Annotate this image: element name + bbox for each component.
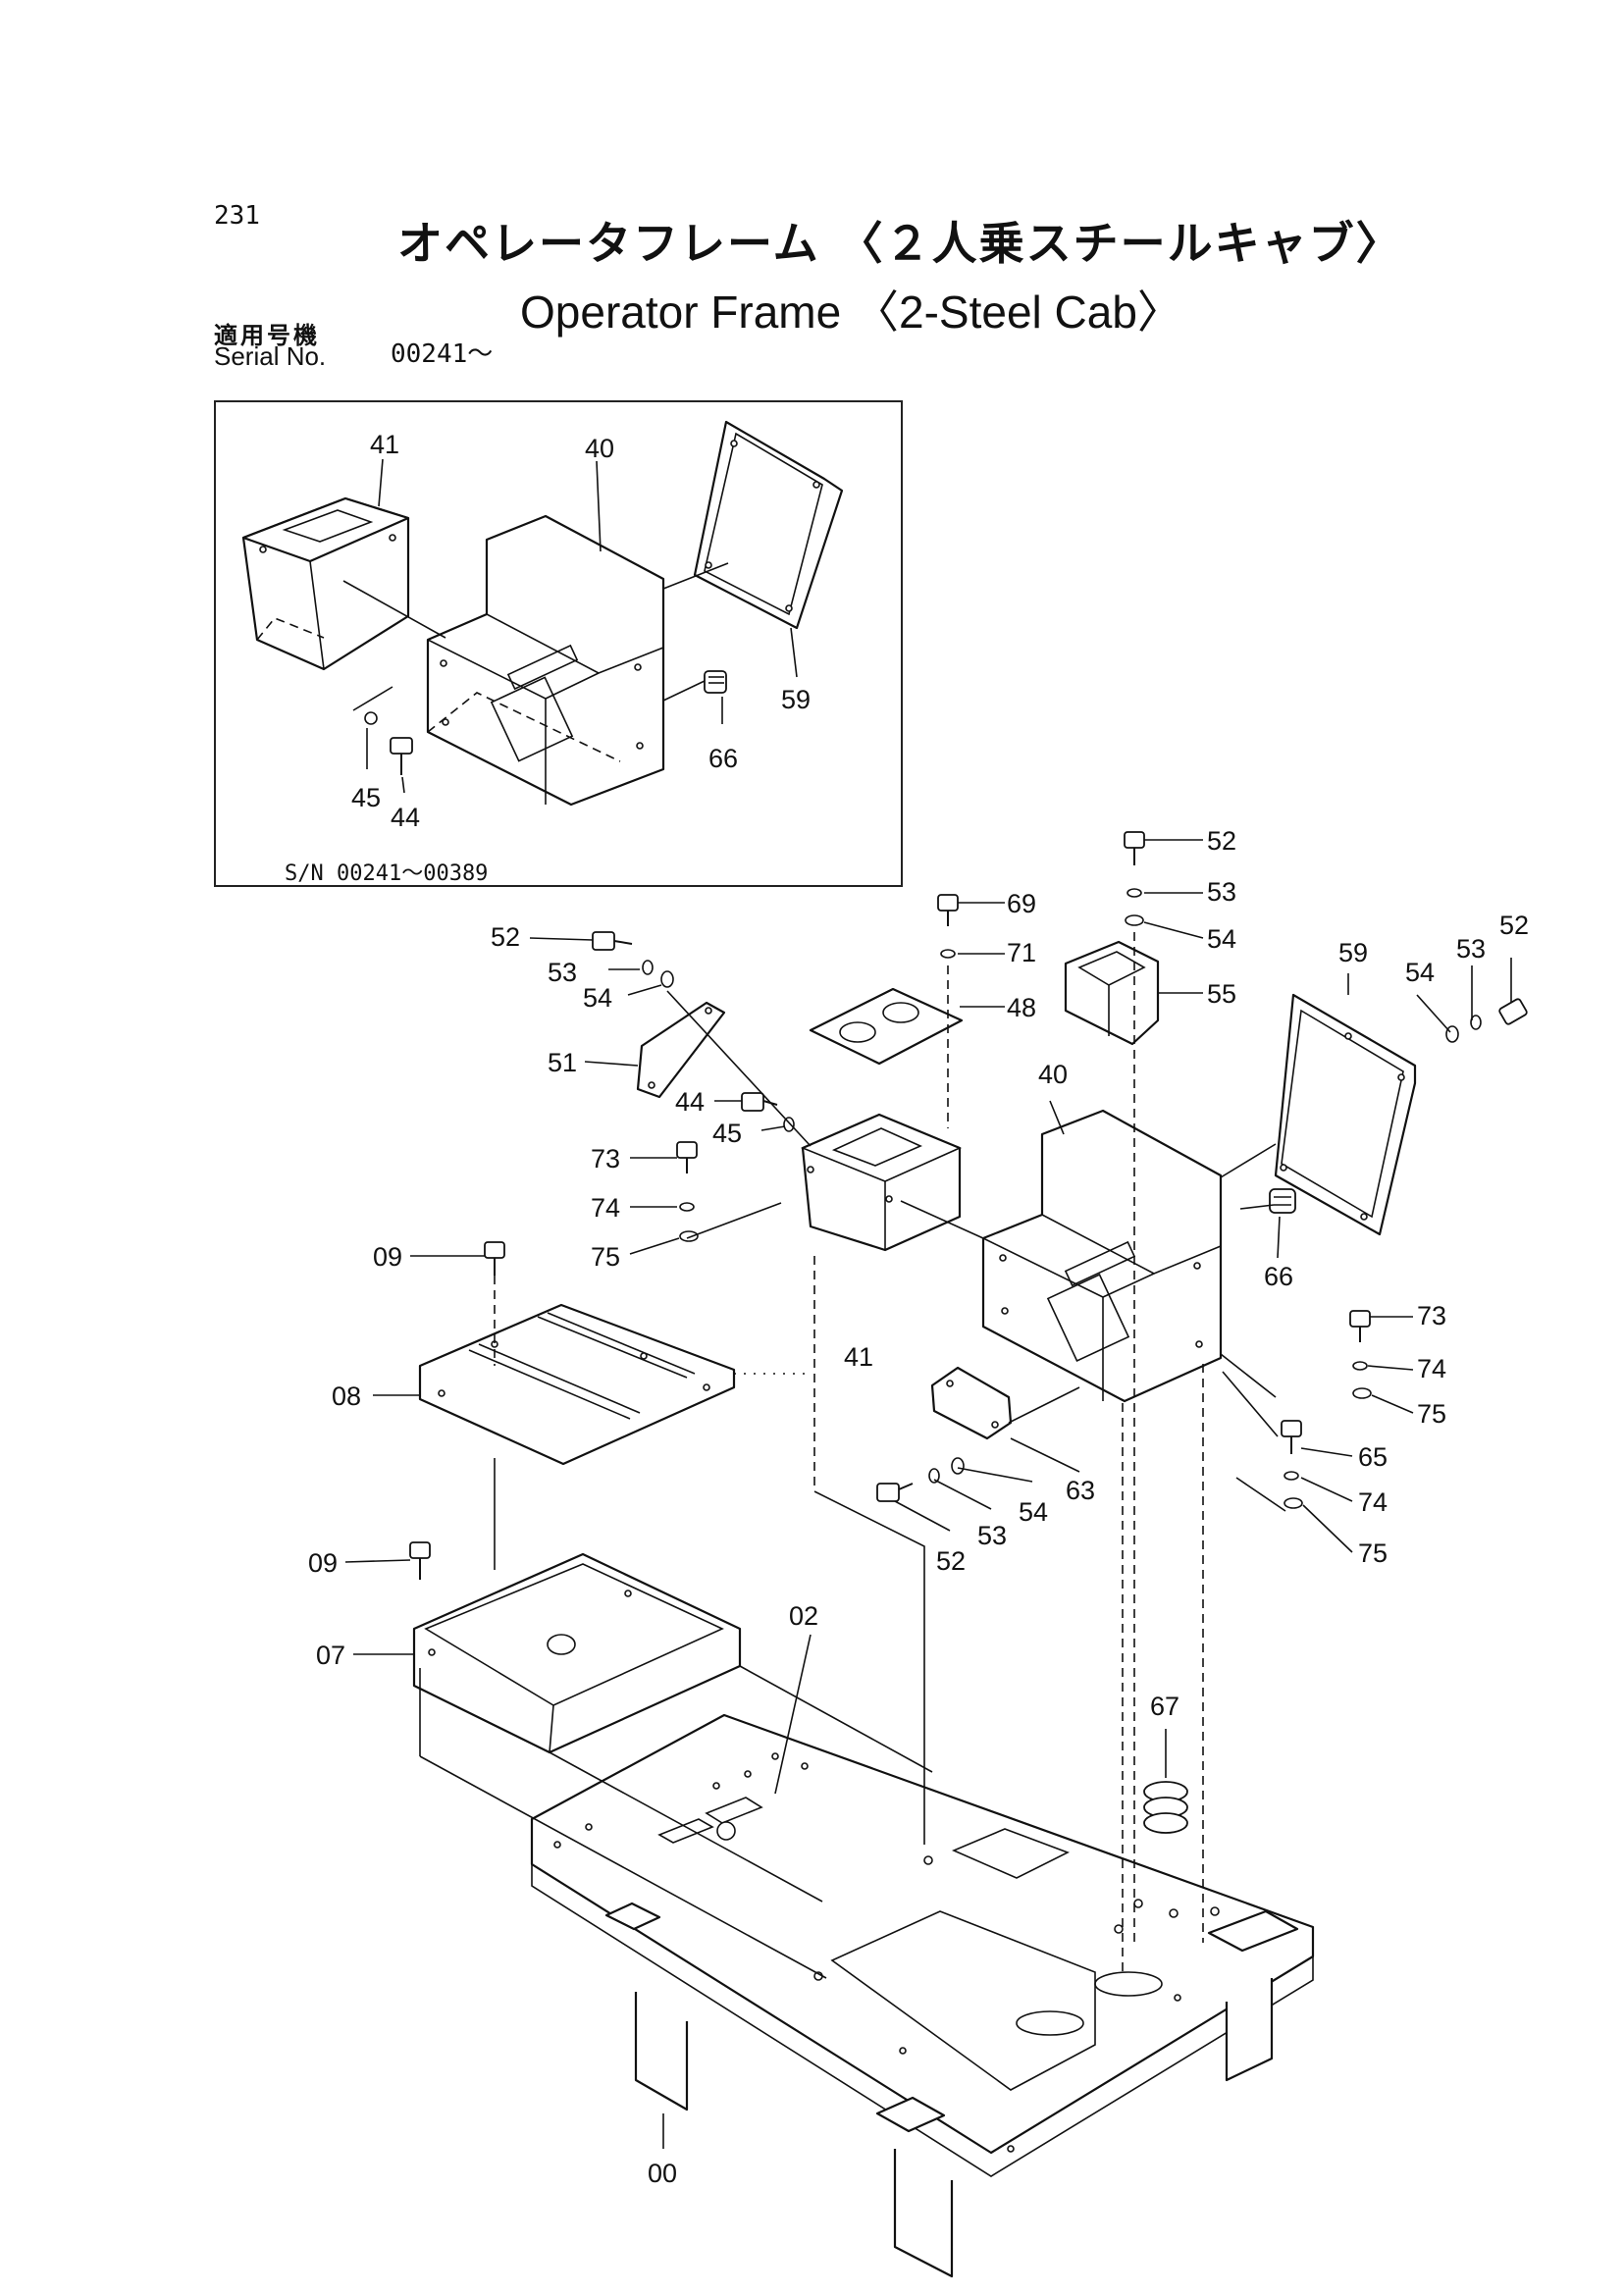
callout-73-left: 73 bbox=[591, 1144, 620, 1173]
callout-45: 45 bbox=[712, 1119, 742, 1148]
callout-53-right: 53 bbox=[1456, 934, 1486, 964]
callout-74-left: 74 bbox=[591, 1193, 620, 1223]
callout-45: 45 bbox=[351, 783, 381, 812]
callout-59: 59 bbox=[781, 685, 811, 714]
parts-44-45-bolt-washer bbox=[741, 1092, 795, 1132]
part-00-floor-frame bbox=[530, 1713, 1315, 2278]
part-66-plug bbox=[1269, 1188, 1296, 1214]
parts-52-53-54-left bbox=[592, 931, 674, 988]
part-67-plug bbox=[1143, 1781, 1188, 1834]
callout-63: 63 bbox=[1066, 1476, 1095, 1505]
serial-label-english: Serial No. bbox=[214, 341, 327, 371]
callout-65: 65 bbox=[1358, 1442, 1388, 1472]
callout-44: 44 bbox=[675, 1087, 705, 1117]
part-48-plate bbox=[809, 987, 964, 1066]
callout-55: 55 bbox=[1207, 979, 1236, 1009]
callout-53-lower: 53 bbox=[977, 1521, 1007, 1550]
callout-75-left: 75 bbox=[591, 1242, 620, 1272]
callout-74-lower: 74 bbox=[1358, 1487, 1388, 1517]
callout-52-top: 52 bbox=[1207, 826, 1236, 856]
parts-69-71-bolt-washer bbox=[937, 894, 959, 959]
callout-52-left: 52 bbox=[491, 922, 520, 952]
callout-09-lower: 09 bbox=[308, 1548, 338, 1578]
parts-52-53-54-right bbox=[1445, 998, 1528, 1043]
callout-41: 41 bbox=[370, 430, 399, 459]
page-title-english: Operator Frame 〈2-Steel Cab〉 bbox=[520, 287, 1182, 338]
main-leader-lines bbox=[344, 839, 1512, 2149]
callout-41: 41 bbox=[844, 1342, 873, 1372]
inset-serial-range: S/N 00241～00389 bbox=[285, 861, 489, 886]
part-55-bracket bbox=[1064, 940, 1160, 1046]
inset-callouts: 41 40 59 66 45 44 bbox=[351, 430, 811, 832]
serial-label-japanese: 適用号機 bbox=[214, 322, 320, 349]
callout-54-lower: 54 bbox=[1019, 1497, 1048, 1527]
main-callouts: 52 53 54 55 69 71 48 52 53 54 51 44 45 7… bbox=[308, 826, 1529, 2188]
page-number: 231 bbox=[214, 201, 260, 231]
callout-53-top: 53 bbox=[1207, 877, 1236, 907]
callout-74-right: 74 bbox=[1417, 1354, 1446, 1383]
inset-leader-lines bbox=[342, 458, 798, 794]
callout-54-left: 54 bbox=[583, 983, 612, 1013]
inset-frame bbox=[214, 400, 903, 887]
callout-40: 40 bbox=[1038, 1060, 1068, 1089]
callout-07: 07 bbox=[316, 1641, 345, 1670]
callout-54-right: 54 bbox=[1405, 958, 1435, 987]
callout-53-left: 53 bbox=[548, 958, 577, 987]
callout-59: 59 bbox=[1338, 938, 1368, 967]
parts-73-74-75-right bbox=[1349, 1310, 1372, 1399]
callout-66: 66 bbox=[708, 744, 738, 773]
callout-75-lower: 75 bbox=[1358, 1538, 1388, 1568]
callout-73-right: 73 bbox=[1417, 1301, 1446, 1330]
callout-40: 40 bbox=[585, 434, 614, 463]
parts-73-74-75-left bbox=[676, 1141, 699, 1242]
part-59-cover-plate bbox=[1274, 993, 1417, 1236]
inset-part-41-console-box bbox=[241, 496, 410, 671]
callout-69: 69 bbox=[1007, 889, 1036, 918]
part-08-floor-plate bbox=[418, 1303, 736, 1466]
callout-02: 02 bbox=[789, 1601, 818, 1631]
part-07-tray bbox=[412, 1552, 742, 1754]
inset-part-44-45-bolt-washer bbox=[364, 711, 413, 775]
callout-44: 44 bbox=[391, 803, 420, 832]
inset-part-66-plug bbox=[704, 670, 727, 694]
callout-66: 66 bbox=[1264, 1262, 1293, 1291]
inset-part-59-cover-plate bbox=[693, 420, 844, 630]
callout-52-lower: 52 bbox=[936, 1546, 966, 1576]
parts-65-74-75 bbox=[1281, 1420, 1303, 1509]
part-09-bolt-lower bbox=[409, 1541, 431, 1580]
callout-54-top: 54 bbox=[1207, 924, 1236, 954]
parts-52-53-54-top bbox=[1124, 831, 1145, 926]
part-41-console-box bbox=[800, 1113, 963, 1252]
callout-52-right: 52 bbox=[1499, 911, 1529, 940]
callout-75-right: 75 bbox=[1417, 1399, 1446, 1429]
callout-48: 48 bbox=[1007, 993, 1036, 1022]
parts-52-53-54-lower bbox=[876, 1457, 965, 1502]
part-40-panel-box bbox=[981, 1109, 1223, 1403]
page-title-japanese: オペレータフレーム 〈２人乗スチールキャブ〉 bbox=[397, 217, 1403, 270]
serial-value: 00241～ bbox=[391, 339, 494, 369]
callout-51: 51 bbox=[548, 1048, 577, 1077]
part-51-cover bbox=[636, 1001, 726, 1099]
callout-71: 71 bbox=[1007, 938, 1036, 967]
part-63-cover bbox=[930, 1366, 1013, 1440]
callout-08: 08 bbox=[332, 1382, 361, 1411]
callout-00: 00 bbox=[648, 2159, 677, 2188]
inset-part-40-panel-box bbox=[426, 514, 665, 807]
callout-09-upper: 09 bbox=[373, 1242, 402, 1272]
part-02-bracket bbox=[657, 1797, 763, 1844]
part-09-bolt-upper bbox=[484, 1241, 505, 1276]
callout-67: 67 bbox=[1150, 1692, 1179, 1721]
